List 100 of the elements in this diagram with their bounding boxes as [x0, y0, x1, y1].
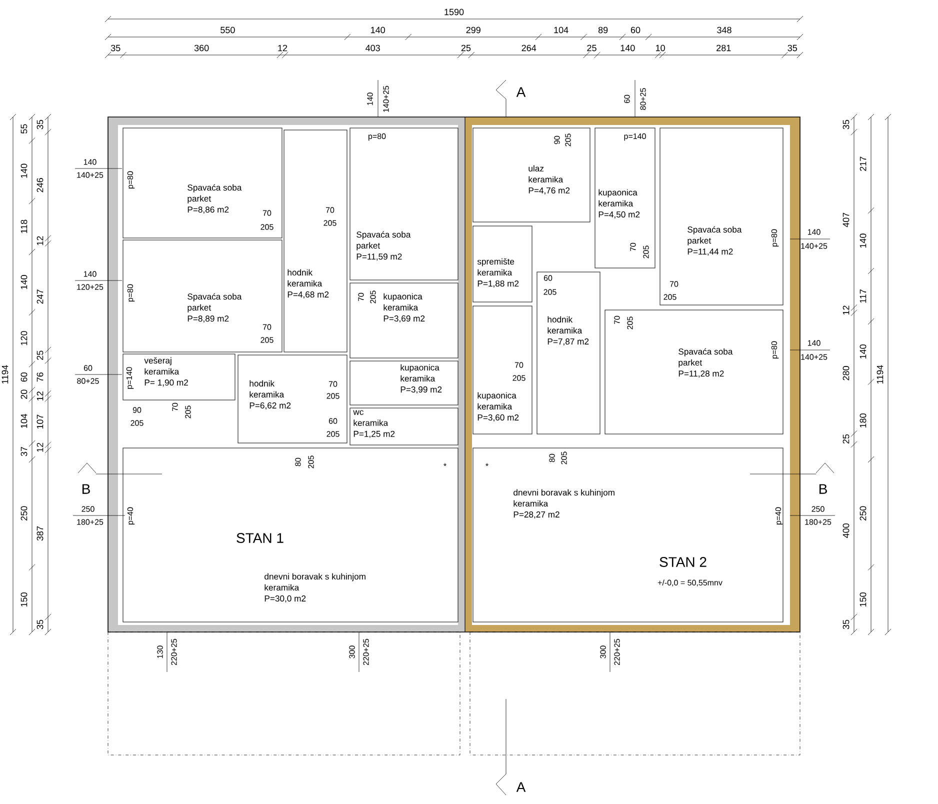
dimension-label: 387: [36, 526, 44, 541]
window-label: p=80: [368, 133, 386, 141]
dimension-label: 107: [36, 414, 44, 429]
dimension-label: 120: [20, 331, 28, 346]
dimension-label: 1590: [444, 8, 464, 16]
window-label: 140: [84, 271, 96, 277]
door-label: 205: [565, 134, 571, 146]
door-label: 70: [614, 316, 620, 324]
window-label: 300: [600, 646, 606, 658]
window-label: p=80: [127, 171, 135, 188]
door-label: 70: [358, 292, 364, 302]
dimension-label: 20: [20, 390, 28, 399]
dimension-label: 150: [860, 592, 866, 606]
dimension-label: 104: [554, 26, 568, 34]
dimension-label: 89: [598, 26, 608, 34]
dimension-label: 140: [620, 44, 635, 52]
section-label: B: [819, 484, 827, 494]
door-label: 80: [549, 454, 555, 462]
door-label: 205: [308, 456, 314, 468]
dimension-label: 407: [842, 212, 850, 228]
dimension-label: 12: [278, 44, 288, 52]
dimension-label: 140: [860, 344, 866, 358]
door-label: 205: [260, 224, 274, 230]
door-label: 205: [260, 337, 274, 343]
door-label: 205: [326, 431, 340, 437]
door-label: 205: [370, 290, 376, 304]
window-label: 140: [367, 92, 373, 106]
dimension-label: 10: [656, 44, 665, 52]
dimension-label: 25: [36, 350, 44, 360]
window-label: p=80: [127, 284, 135, 302]
window-label: p=80: [771, 229, 779, 246]
dimension-label: 25: [461, 44, 471, 52]
window-label: 250: [82, 506, 94, 512]
window-label: 300: [349, 646, 355, 658]
dimension-label: 140: [860, 234, 866, 248]
room: spremište keramika P=1,88 m2: [472, 226, 532, 302]
dimension-label: 12: [36, 442, 44, 452]
section-label: A: [516, 782, 526, 792]
dimension-label: 1194: [2, 365, 8, 384]
dimension-label: 117: [860, 290, 866, 303]
dimension-label: 35: [788, 44, 797, 52]
dimension-label: 35: [842, 120, 850, 130]
marker: *: [444, 463, 446, 466]
window-label: 80+25: [77, 378, 99, 384]
dimension-label: 403: [366, 44, 380, 52]
dimension-label: 264: [522, 44, 536, 52]
dimension-label: 180: [860, 414, 866, 428]
dimension-label: 140: [20, 275, 28, 290]
window-label: p=40: [775, 507, 783, 524]
window-label: 180+25: [805, 519, 832, 525]
dimension-label: 1194: [876, 365, 884, 384]
door-label: 70: [514, 362, 524, 368]
room: wc keramika P=1,25 m2: [350, 408, 458, 446]
dimension-label: 12: [36, 392, 44, 400]
window-label: 140: [808, 229, 820, 235]
window-label: 180+25: [77, 519, 104, 525]
dimension-label: 12: [36, 236, 44, 246]
door-label: 205: [324, 220, 336, 226]
dimension-label: 76: [36, 372, 44, 382]
dimension-label: 35: [36, 120, 44, 130]
dimension-label: 246: [36, 178, 44, 192]
dimension-label: 299: [466, 26, 480, 34]
window-label: p=80: [771, 341, 779, 358]
dimension-label: 25: [587, 44, 596, 52]
window-label: 220+25: [614, 638, 620, 666]
level-label: +/-0,0 = 50,55mnv: [658, 580, 722, 586]
door-label: 205: [664, 294, 676, 300]
door-label: 60: [544, 275, 552, 281]
dimension-label: 250: [20, 506, 28, 520]
door-label: 70: [326, 207, 334, 213]
dimension-label: 25: [842, 434, 850, 444]
door-label: 205: [544, 289, 556, 295]
dimension-label: 217: [860, 156, 866, 171]
dimension-label: 348: [717, 26, 732, 34]
dimension-label: 35: [110, 44, 120, 52]
window-label: 60: [624, 94, 630, 104]
window-label: 140+25: [383, 86, 389, 112]
door-label: 205: [627, 316, 633, 330]
window-label: 220+25: [171, 638, 177, 666]
section-label: B: [82, 484, 90, 494]
window-label: p=140: [624, 133, 646, 141]
window-label: 140: [808, 340, 820, 346]
window-label: 140+25: [77, 172, 104, 178]
door-label: 205: [643, 246, 649, 258]
dimension-label: 140: [20, 164, 28, 178]
dimension-label: 550: [220, 26, 235, 34]
window-label: 140+25: [801, 354, 828, 360]
dimension-label: 104: [20, 414, 28, 428]
door-label: 90: [554, 136, 560, 144]
dimension-label: 150: [20, 592, 28, 606]
window-label: 80+25: [640, 88, 646, 110]
section-label: A: [516, 87, 526, 97]
window-label: p=40: [127, 507, 135, 524]
door-label: 80: [295, 458, 301, 466]
door-label: 60: [328, 418, 338, 424]
window-label: 60: [84, 365, 92, 371]
door-label: 205: [326, 393, 340, 399]
door-label: 205: [512, 375, 526, 381]
window-label: 140: [84, 159, 96, 165]
dimension-label: 55: [20, 124, 28, 134]
